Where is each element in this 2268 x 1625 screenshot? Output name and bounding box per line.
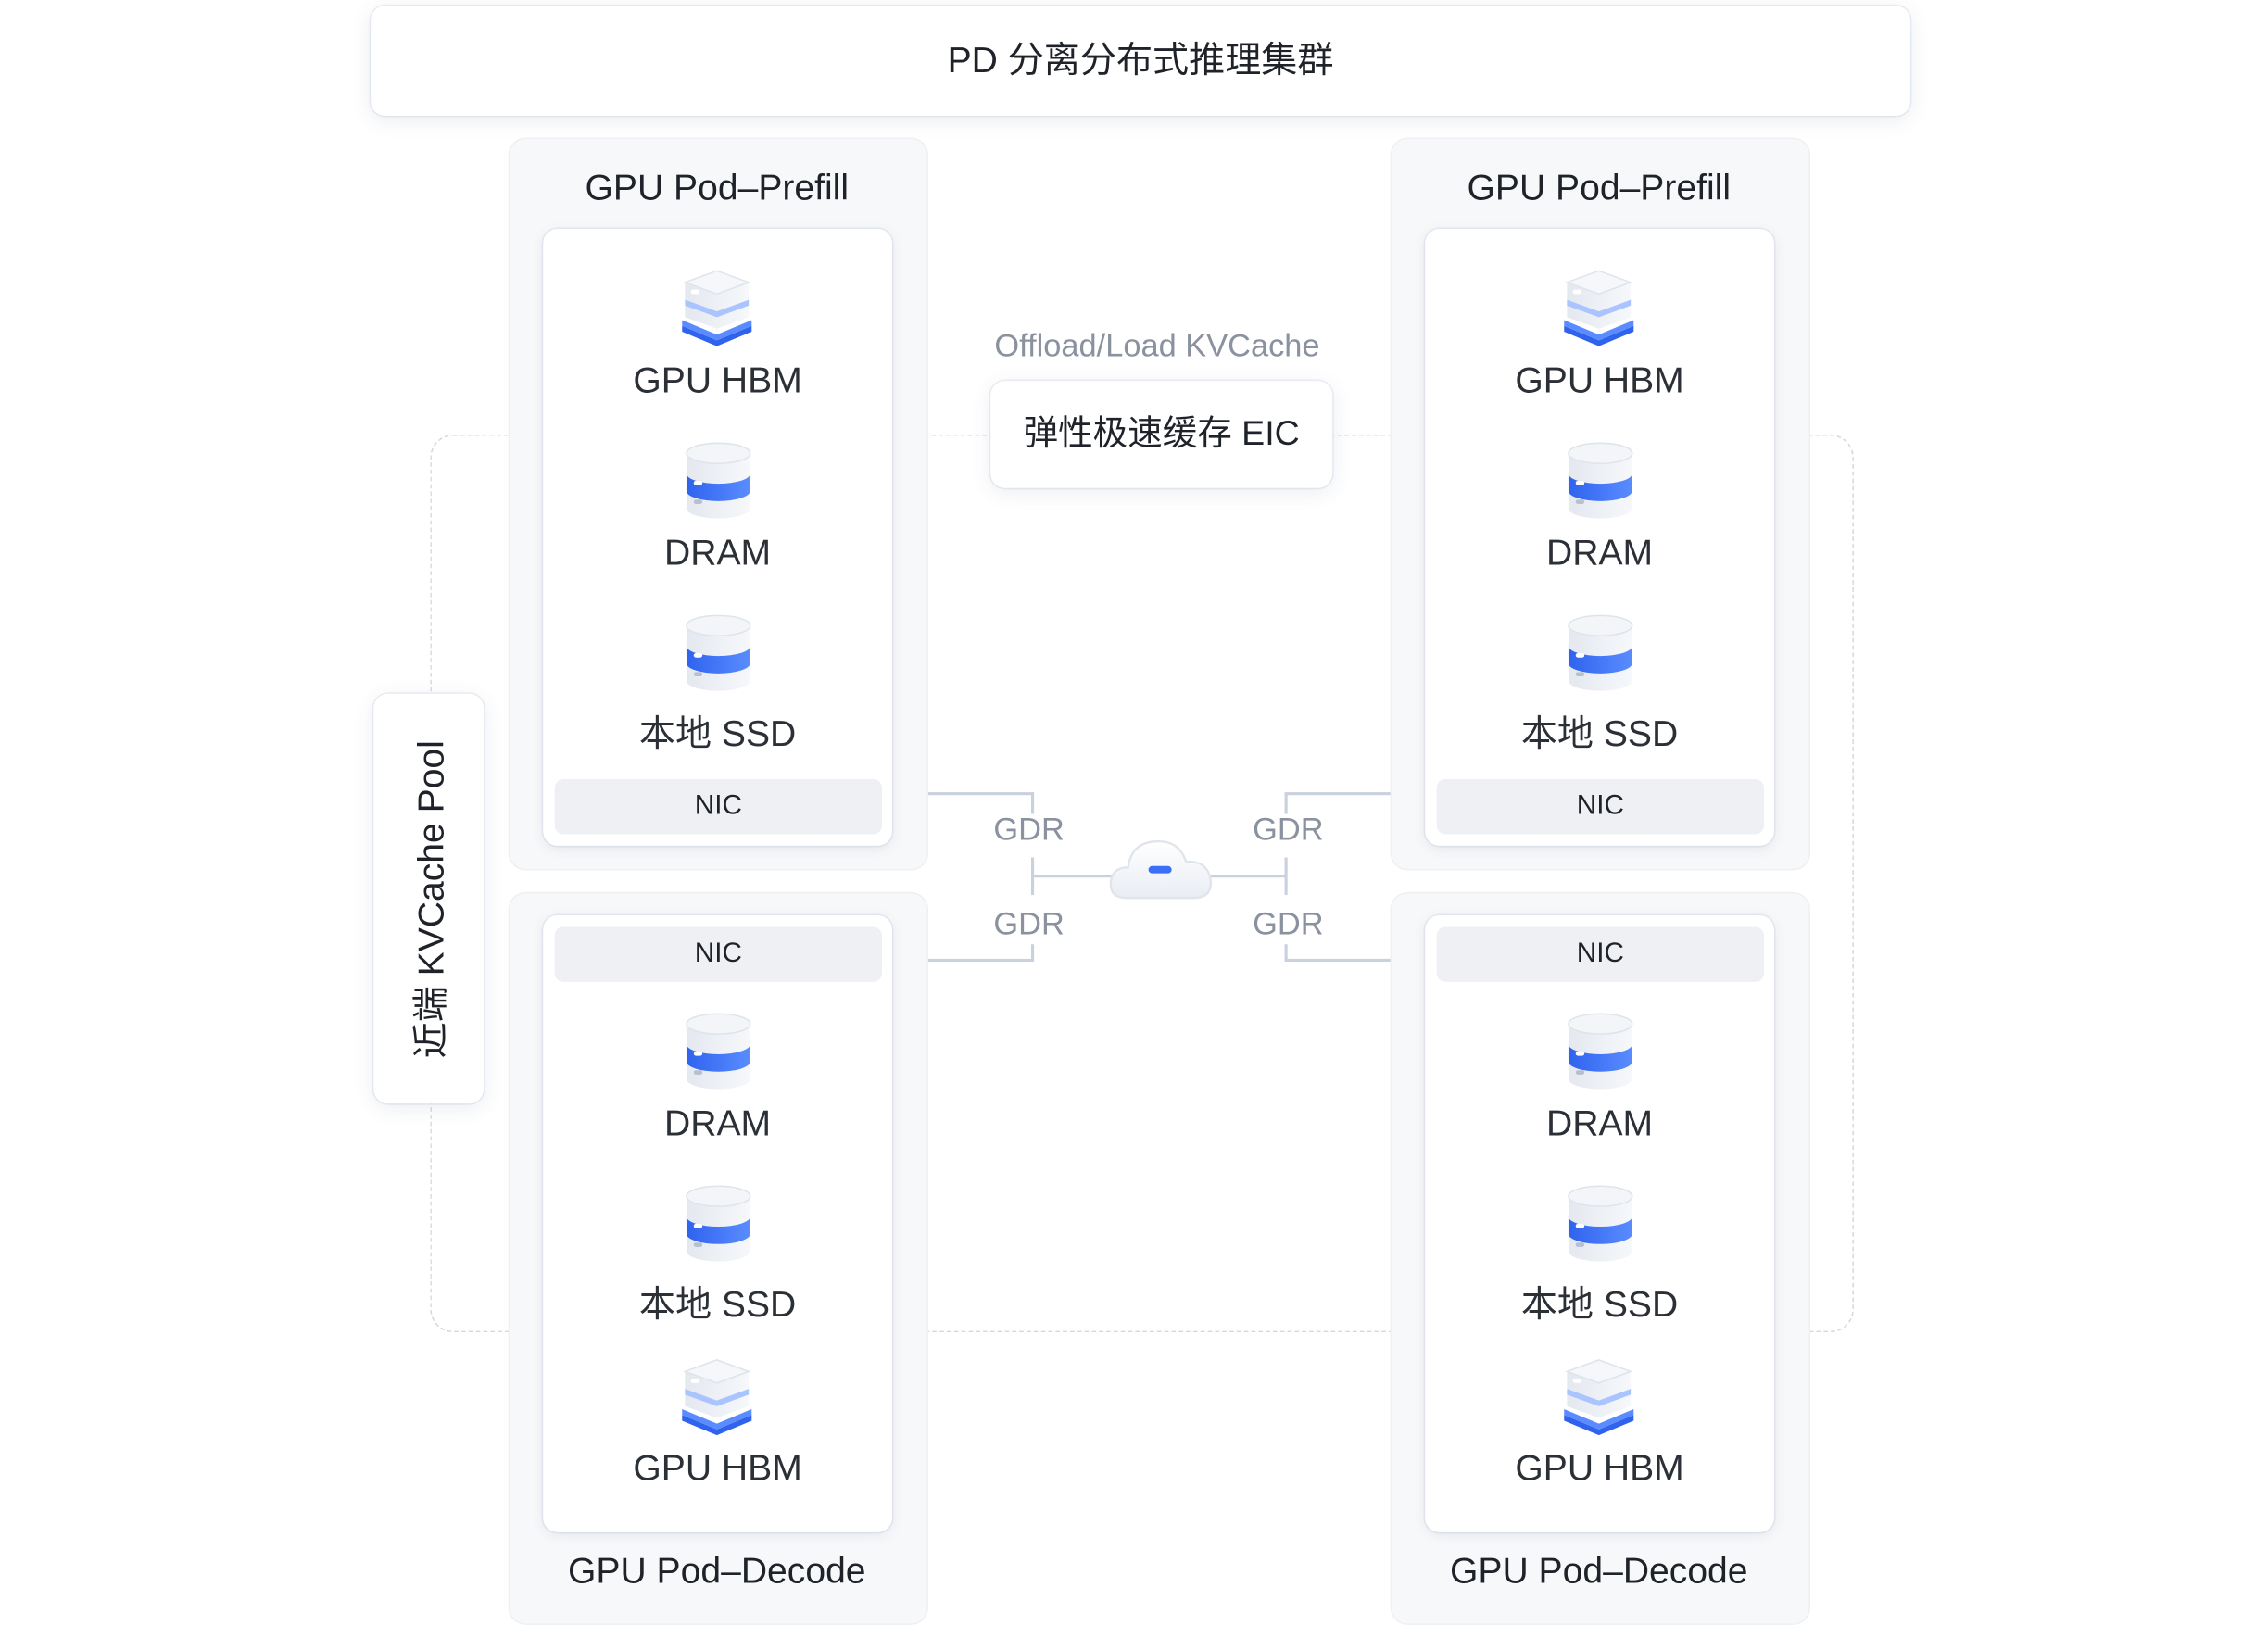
memory-label: 本地 SSD: [1520, 713, 1679, 755]
gpu-hbm-icon: [681, 270, 753, 347]
cloud-icon: [1109, 840, 1213, 900]
ssd-icon: [1568, 1185, 1633, 1263]
memory-label: DRAM: [664, 533, 772, 574]
ssd-icon: [686, 1185, 751, 1263]
dram-icon: [686, 442, 751, 520]
kvcache-pool-card: 近端 KVCache Pool: [373, 693, 485, 1104]
memory-label: DRAM: [664, 1103, 772, 1144]
ssd-icon: [686, 614, 751, 692]
memory-label: 本地 SSD: [1520, 1284, 1679, 1326]
gdr-label-top-left: GDR: [993, 811, 1065, 848]
nic-block: NIC: [1436, 926, 1764, 982]
memory-label: DRAM: [1546, 1103, 1654, 1144]
eic-label: 弹性极速缓存 EIC: [1023, 414, 1300, 454]
memory-label: GPU HBM: [1515, 360, 1684, 402]
memory-label: 本地 SSD: [638, 1284, 797, 1326]
gpu-hbm-icon: [1563, 1359, 1635, 1436]
memory-label: GPU HBM: [633, 1448, 802, 1489]
eic-caption: Offload/Load KVCache: [994, 327, 1320, 364]
dram-icon: [1568, 1013, 1633, 1090]
dram-icon: [1568, 442, 1633, 520]
memory-label: DRAM: [1546, 533, 1654, 574]
ssd-icon: [1568, 614, 1633, 692]
pod-inner-panel: [543, 228, 892, 846]
pod-title: GPU Pod–Prefill: [585, 168, 850, 209]
nic-block: NIC: [1436, 779, 1764, 835]
nic-block: NIC: [554, 926, 882, 982]
cluster-title: PD 分离分布式推理集群: [947, 40, 1334, 82]
pod-title: GPU Pod–Prefill: [1467, 168, 1732, 209]
gpu-hbm-icon: [1563, 270, 1635, 347]
memory-label: GPU HBM: [1515, 1448, 1684, 1489]
dram-icon: [686, 1013, 751, 1090]
pod-title: GPU Pod–Decode: [1450, 1551, 1748, 1592]
gdr-label-bottom-left: GDR: [993, 905, 1065, 942]
pod-inner-panel: [1425, 228, 1774, 846]
eic-card: 弹性极速缓存 EIC: [990, 381, 1333, 488]
memory-label: GPU HBM: [633, 360, 802, 402]
gdr-label-bottom-right: GDR: [1253, 905, 1324, 942]
cluster-title-card: PD 分离分布式推理集群: [371, 6, 1910, 117]
gpu-hbm-icon: [681, 1359, 753, 1436]
nic-block: NIC: [554, 779, 882, 835]
memory-label: 本地 SSD: [638, 713, 797, 755]
pod-title: GPU Pod–Decode: [568, 1551, 866, 1592]
gdr-label-top-right: GDR: [1253, 811, 1324, 848]
